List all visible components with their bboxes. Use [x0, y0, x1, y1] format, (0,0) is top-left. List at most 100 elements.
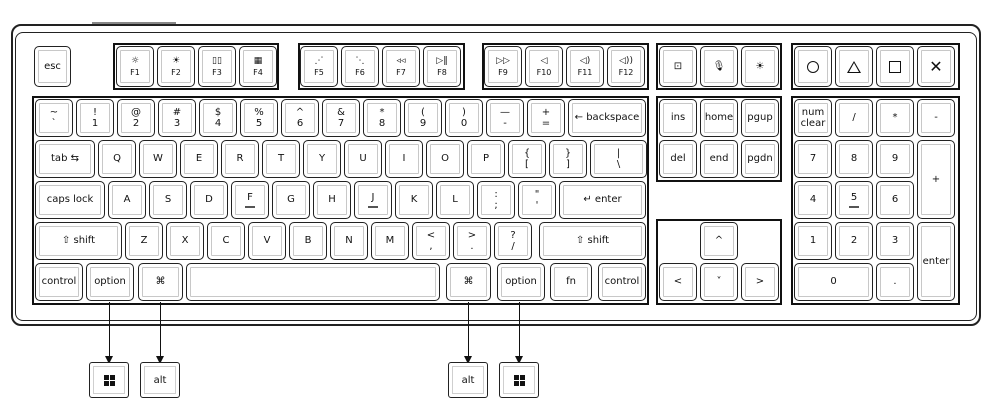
numpad-n0-key[interactable]: 0 [794, 263, 873, 301]
punct-key-0[interactable]: <, [412, 222, 450, 260]
numpad-n9-key[interactable]: 9 [876, 140, 914, 178]
num-row-key-11[interactable]: —- [486, 99, 524, 137]
num-row-key-6[interactable]: ^6 [281, 99, 319, 137]
circle-key[interactable] [794, 46, 832, 87]
key-i[interactable]: I [385, 140, 423, 178]
semi-key-1[interactable]: "' [518, 181, 556, 219]
key-b[interactable]: B [289, 222, 327, 260]
right-control-key[interactable]: control [598, 263, 646, 301]
nav-del-key[interactable]: del [659, 140, 697, 178]
key-o[interactable]: O [426, 140, 464, 178]
numpad-n2-key[interactable]: 2 [835, 222, 873, 260]
right-shift-key[interactable]: ⇧ shift [539, 222, 646, 260]
mic-key[interactable]: 🎙 [700, 46, 738, 87]
punct-key-1[interactable]: >. [453, 222, 491, 260]
key-s[interactable]: S [149, 181, 187, 219]
arrow-down-key[interactable]: ˅ [700, 263, 738, 301]
f7-key[interactable]: ◃◃F7 [382, 46, 420, 87]
nav-ins-key[interactable]: ins [659, 99, 697, 137]
f9-key[interactable]: ▷▷F9 [484, 46, 522, 87]
numpad-n3-key[interactable]: 3 [876, 222, 914, 260]
f2-key[interactable]: ☀F2 [157, 46, 195, 87]
key-k[interactable]: K [395, 181, 433, 219]
numpad-star-key[interactable]: * [876, 99, 914, 137]
screenshot-key[interactable]: ⊡ [659, 46, 697, 87]
space-key[interactable] [186, 263, 440, 301]
arrow-left-key[interactable]: < [659, 263, 697, 301]
backlight-key[interactable]: ☀ [741, 46, 779, 87]
num-row-key-10[interactable]: )0 [445, 99, 483, 137]
numpad-dot-key[interactable]: . [876, 263, 914, 301]
arrow-up-key[interactable]: ^ [700, 222, 738, 260]
numpad-n1-key[interactable]: 1 [794, 222, 832, 260]
bracket-key-0[interactable]: {[ [508, 140, 546, 178]
f1-key[interactable]: ☼F1 [116, 46, 154, 87]
f4-key[interactable]: ▦F4 [239, 46, 277, 87]
numpad-numclear-key[interactable]: num clear [794, 99, 832, 137]
f10-key[interactable]: ◁F10 [525, 46, 563, 87]
key-n[interactable]: N [330, 222, 368, 260]
right-command-key[interactable]: ⌘ [446, 263, 491, 301]
key-w[interactable]: W [139, 140, 177, 178]
key-t[interactable]: T [262, 140, 300, 178]
tab-key[interactable]: tab ⇆ [35, 140, 95, 178]
bracket-key-2[interactable]: |\ [590, 140, 647, 178]
key-u[interactable]: U [344, 140, 382, 178]
num-row-key-5[interactable]: %5 [240, 99, 278, 137]
triangle-key[interactable] [835, 46, 873, 87]
num-row-key-3[interactable]: #3 [158, 99, 196, 137]
numpad-minus-key[interactable]: - [917, 99, 955, 137]
num-row-key-9[interactable]: (9 [404, 99, 442, 137]
numpad-n7-key[interactable]: 7 [794, 140, 832, 178]
numpad-enter-key[interactable]: enter [917, 222, 955, 301]
f11-key[interactable]: ◁)F11 [566, 46, 604, 87]
left-command-key[interactable]: ⌘ [138, 263, 183, 301]
x-key[interactable]: ✕ [917, 46, 955, 87]
left-shift-key[interactable]: ⇧ shift [35, 222, 122, 260]
numpad-n4-key[interactable]: 4 [794, 181, 832, 219]
num-row-key-4[interactable]: $4 [199, 99, 237, 137]
num-row-key-1[interactable]: !1 [76, 99, 114, 137]
key-m[interactable]: M [371, 222, 409, 260]
nav-pgup-key[interactable]: pgup [741, 99, 779, 137]
f6-key[interactable]: ⋱F6 [341, 46, 379, 87]
caps-lock-key[interactable]: caps lock [35, 181, 105, 219]
left-option-key[interactable]: option [86, 263, 134, 301]
esc-key[interactable]: esc [34, 46, 71, 87]
semi-key-0[interactable]: :; [477, 181, 515, 219]
nav-end-key[interactable]: end [700, 140, 738, 178]
numpad-plus-key[interactable]: + [917, 140, 955, 219]
key-z[interactable]: Z [125, 222, 163, 260]
key-q[interactable]: Q [98, 140, 136, 178]
numpad-n5-key[interactable]: 5 [835, 181, 873, 219]
key-d[interactable]: D [190, 181, 228, 219]
right-option-key[interactable]: option [497, 263, 545, 301]
numpad-n6-key[interactable]: 6 [876, 181, 914, 219]
f3-key[interactable]: ▯▯F3 [198, 46, 236, 87]
key-f[interactable]: F [231, 181, 269, 219]
key-y[interactable]: Y [303, 140, 341, 178]
key-g[interactable]: G [272, 181, 310, 219]
key-r[interactable]: R [221, 140, 259, 178]
square-key[interactable] [876, 46, 914, 87]
num-row-key-8[interactable]: *8 [363, 99, 401, 137]
key-h[interactable]: H [313, 181, 351, 219]
key-a[interactable]: A [108, 181, 146, 219]
num-row-key-12[interactable]: += [527, 99, 565, 137]
numpad-slash-key[interactable]: / [835, 99, 873, 137]
key-j[interactable]: J [354, 181, 392, 219]
numpad-n8-key[interactable]: 8 [835, 140, 873, 178]
num-row-key-2[interactable]: @2 [117, 99, 155, 137]
key-p[interactable]: P [467, 140, 505, 178]
key-x[interactable]: X [166, 222, 204, 260]
backspace-key[interactable]: ← backspace [568, 99, 646, 137]
fn-key[interactable]: fn [550, 263, 592, 301]
bracket-key-1[interactable]: }] [549, 140, 587, 178]
f8-key[interactable]: ▷‖F8 [423, 46, 461, 87]
key-v[interactable]: V [248, 222, 286, 260]
key-c[interactable]: C [207, 222, 245, 260]
f12-key[interactable]: ◁))F12 [607, 46, 645, 87]
left-control-key[interactable]: control [35, 263, 83, 301]
f5-key[interactable]: ⋰F5 [300, 46, 338, 87]
enter-key[interactable]: ↵ enter [559, 181, 646, 219]
